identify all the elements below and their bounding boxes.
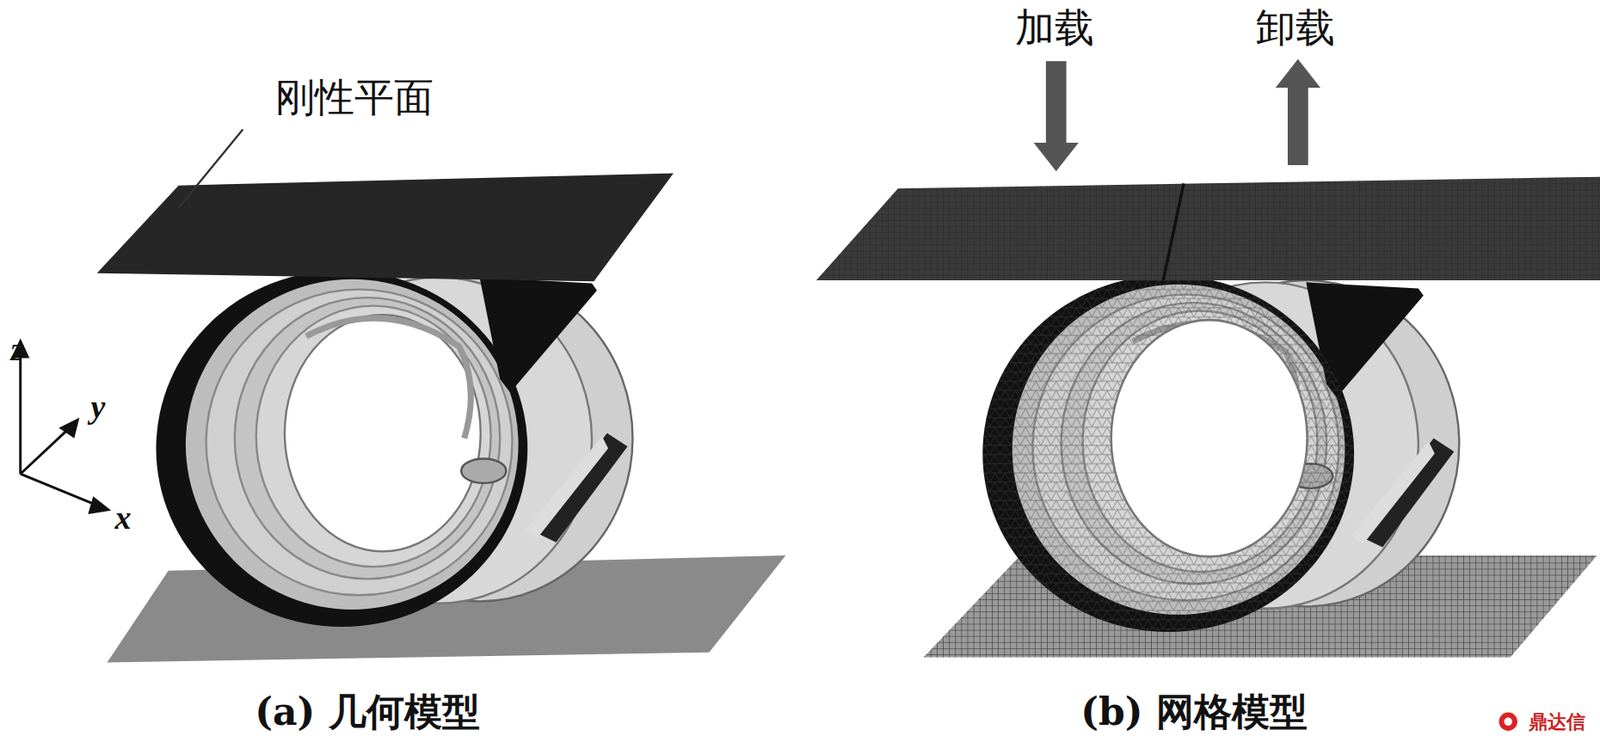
part-label: 刚性平面 bbox=[275, 75, 434, 120]
unload-label: 卸载 bbox=[1255, 6, 1336, 50]
subfigure-caption: (a) 几何模型 bbox=[254, 691, 480, 733]
axis-label: y bbox=[91, 389, 106, 426]
subfigure-caption: (b) 网格模型 bbox=[1080, 691, 1308, 733]
load-label: 加载 bbox=[1015, 6, 1095, 50]
axis-label: x bbox=[115, 500, 132, 537]
watermark: 鼎达信 bbox=[1528, 712, 1586, 733]
axis-label: z bbox=[11, 332, 25, 369]
